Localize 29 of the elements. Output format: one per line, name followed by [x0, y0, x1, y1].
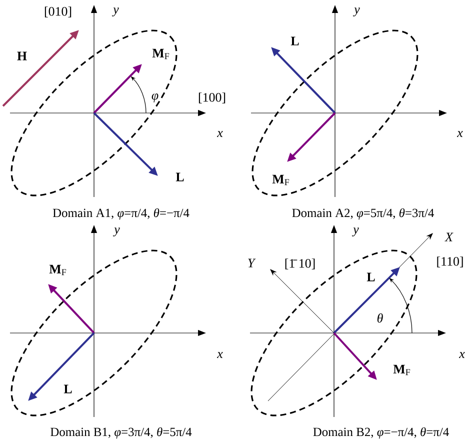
vector-label: M$_{F}$ [393, 364, 410, 376]
vector-label: M$_{F}$ [272, 174, 290, 186]
vector-label: H [17, 52, 27, 60]
direction-label: [010] [44, 6, 72, 18]
axis-label: y [353, 8, 360, 16]
caption: Domain A2, φ=5π/4, θ=3π/4 [292, 208, 434, 220]
vector-label: L [366, 272, 375, 282]
axis-label: y [113, 228, 120, 236]
axis-label: x [456, 131, 463, 137]
direction-label: [1̄ 10] [285, 258, 315, 270]
angle-label: θ [377, 313, 383, 323]
vector-label: M$_{F}$ [49, 264, 66, 276]
axis-label: X [444, 232, 454, 242]
caption: Domain B1, φ=3π/4, θ=5π/4 [50, 427, 192, 439]
angle-label: φ [152, 94, 158, 102]
axis-label: y [112, 8, 119, 16]
vector-label: L [64, 384, 72, 394]
caption: Domain A1, φ=π/4, θ=−π/4 [52, 208, 190, 220]
vector-label: M$_{F}$ [152, 48, 170, 60]
direction-label: [110] [437, 256, 463, 268]
caption: Domain B2, φ=−π/4, θ=π/4 [313, 427, 449, 439]
axis-label: x [216, 352, 223, 358]
vector-label: L [176, 172, 184, 182]
vector-label: L [290, 36, 299, 46]
direction-label: [100] [198, 92, 226, 104]
axis-label: x [458, 352, 465, 358]
axis-label: y [352, 228, 359, 236]
axis-label: Y [248, 258, 256, 268]
axis-label: x [216, 131, 223, 137]
